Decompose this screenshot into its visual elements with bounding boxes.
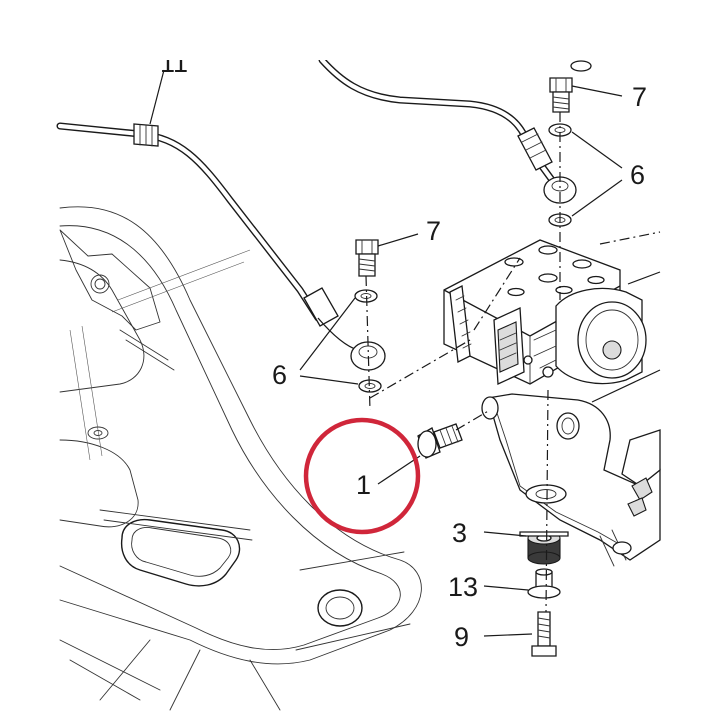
rubber-grommet: [519, 531, 569, 565]
callout-bolt-lower: 7: [426, 216, 441, 246]
banjo-bolt-upper: [549, 60, 592, 113]
callout-spacer: 13: [448, 572, 478, 602]
brake-hose-right: [318, 56, 556, 184]
brake-hose-left: [56, 122, 365, 363]
spacer-bushing: [527, 568, 561, 599]
mounting-bracket: [481, 393, 661, 567]
abs-top-ports: [504, 245, 605, 297]
top-crop-mask: [0, 0, 720, 60]
bottom-bolt: [531, 611, 557, 657]
callout-washer-upper: 6: [630, 160, 645, 190]
banjo-bolt-lower: [355, 239, 379, 277]
assembly-axes: [365, 112, 661, 613]
callout-bottom-bolt: 9: [454, 622, 469, 652]
callout-bolt-upper: 7: [632, 82, 647, 112]
callout-grommet: 3: [452, 518, 467, 548]
callout-labels: 11 7 6 7 6 1 3 13 9: [160, 48, 647, 652]
bracket-washer: [525, 484, 567, 504]
highlight-ring: [303, 417, 421, 535]
flange-screw: [417, 423, 463, 459]
callout-screw: 1: [356, 470, 371, 500]
callout-washer-lower: 6: [272, 360, 287, 390]
leader-lines: [149, 69, 661, 637]
swingarm-frame: [59, 206, 422, 711]
abs-unit: [443, 239, 647, 385]
